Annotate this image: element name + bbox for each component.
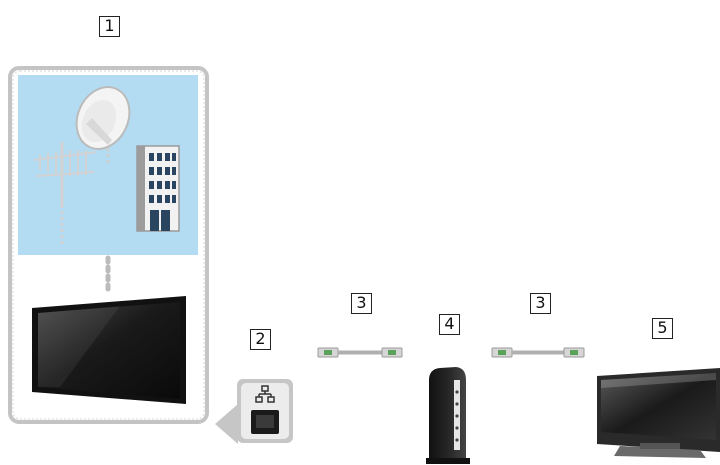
tv-icon: [32, 296, 186, 404]
router-icon: [426, 367, 470, 464]
cable-building-icon: [137, 146, 179, 231]
display-device-icon: [597, 368, 720, 458]
lan-cable-icon: [492, 348, 584, 357]
lan-cable-icon: [318, 348, 402, 357]
lan-port-icon: [215, 379, 293, 444]
